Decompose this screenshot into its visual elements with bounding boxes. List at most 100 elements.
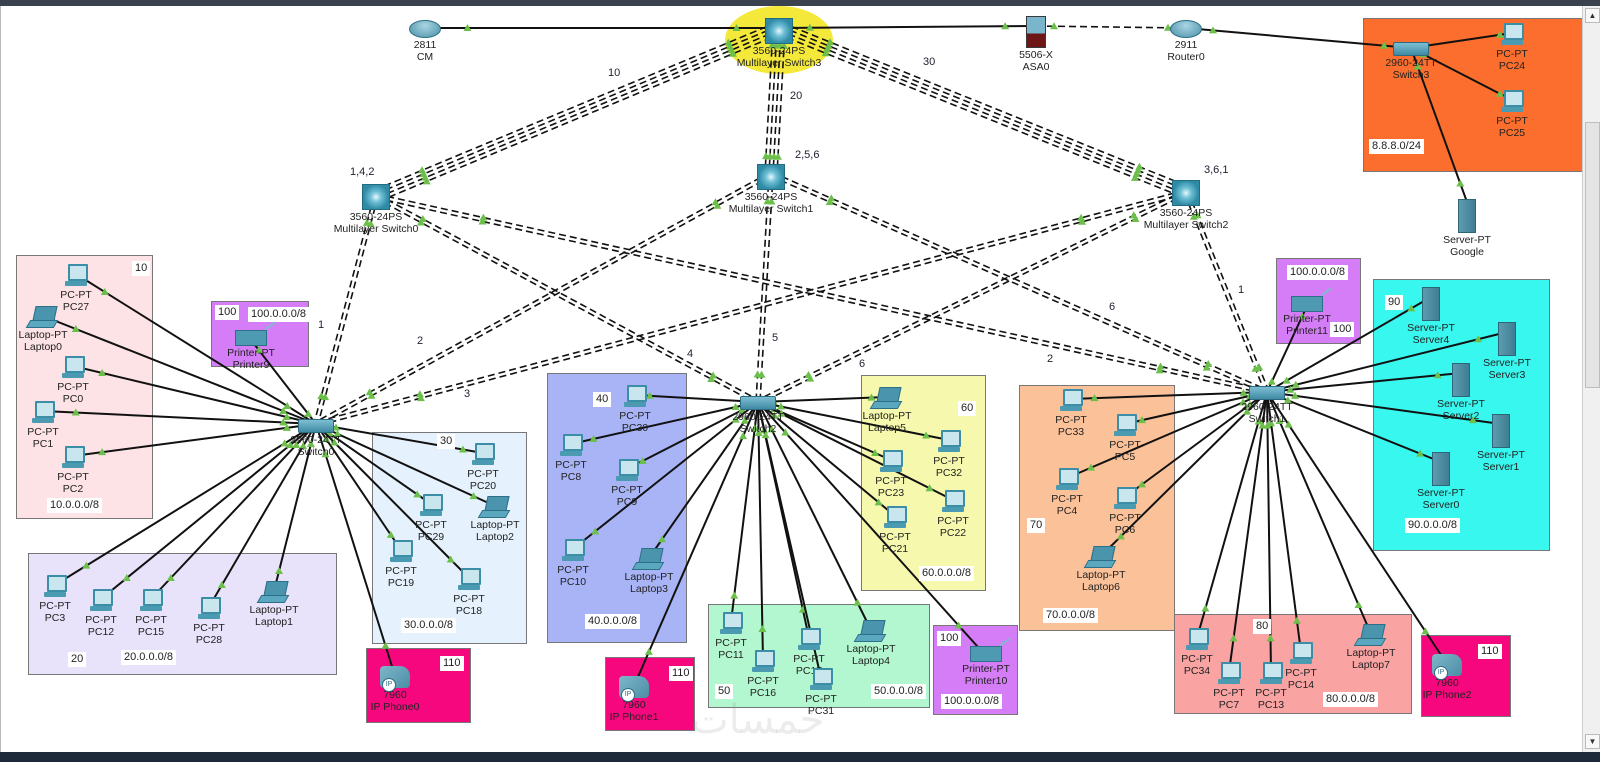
device-model: Printer-PT bbox=[227, 347, 275, 359]
trunk-link bbox=[755, 173, 770, 402]
link-label: 3 bbox=[462, 388, 473, 401]
server-icon bbox=[1452, 363, 1470, 397]
scroll-up-icon[interactable]: ▲ bbox=[1585, 8, 1600, 23]
device-model: PC-PT bbox=[619, 410, 651, 422]
laptop-icon bbox=[259, 581, 289, 603]
device-model: 3560-24PS bbox=[752, 45, 806, 57]
device-name: PC16 bbox=[749, 687, 777, 699]
link-status-arrow bbox=[1284, 420, 1293, 428]
device-name: PC8 bbox=[560, 471, 582, 483]
vlan-tag: 20 bbox=[68, 652, 87, 667]
device-model: Printer-PT bbox=[962, 663, 1010, 675]
pc-icon bbox=[1114, 487, 1137, 511]
link-status-arrow bbox=[322, 435, 331, 443]
device-name: CM bbox=[416, 51, 434, 63]
subnet-tag: 10.0.0.0/8 bbox=[47, 498, 102, 513]
trunk-link bbox=[764, 27, 774, 174]
trunk-link bbox=[373, 21, 777, 192]
device-model: PC-PT bbox=[415, 519, 447, 531]
vertical-scrollbar[interactable]: ▲ ▼ bbox=[1582, 6, 1600, 752]
link-status-arrow bbox=[781, 428, 790, 436]
subnet-tag: 90.0.0.0/8 bbox=[1405, 518, 1460, 533]
device-name: Switch1 bbox=[1248, 413, 1286, 425]
window-title-bar bbox=[0, 0, 1600, 6]
trunk-link bbox=[376, 193, 1268, 391]
scroll-down-icon[interactable]: ▼ bbox=[1585, 734, 1600, 749]
scrollbar-thumb[interactable] bbox=[1585, 122, 1600, 388]
device-model: PC-PT bbox=[1109, 439, 1141, 451]
access-link bbox=[1266, 391, 1442, 463]
link-status-arrow bbox=[1495, 30, 1504, 38]
pc-icon bbox=[1114, 414, 1137, 438]
device-model: Laptop-PT bbox=[862, 410, 912, 422]
logical-workspace[interactable]: 10 10.0.0.0/8 20 20.0.0.0/8 30 30.0.0.0/… bbox=[0, 6, 1583, 752]
link-status-arrow bbox=[732, 24, 741, 31]
